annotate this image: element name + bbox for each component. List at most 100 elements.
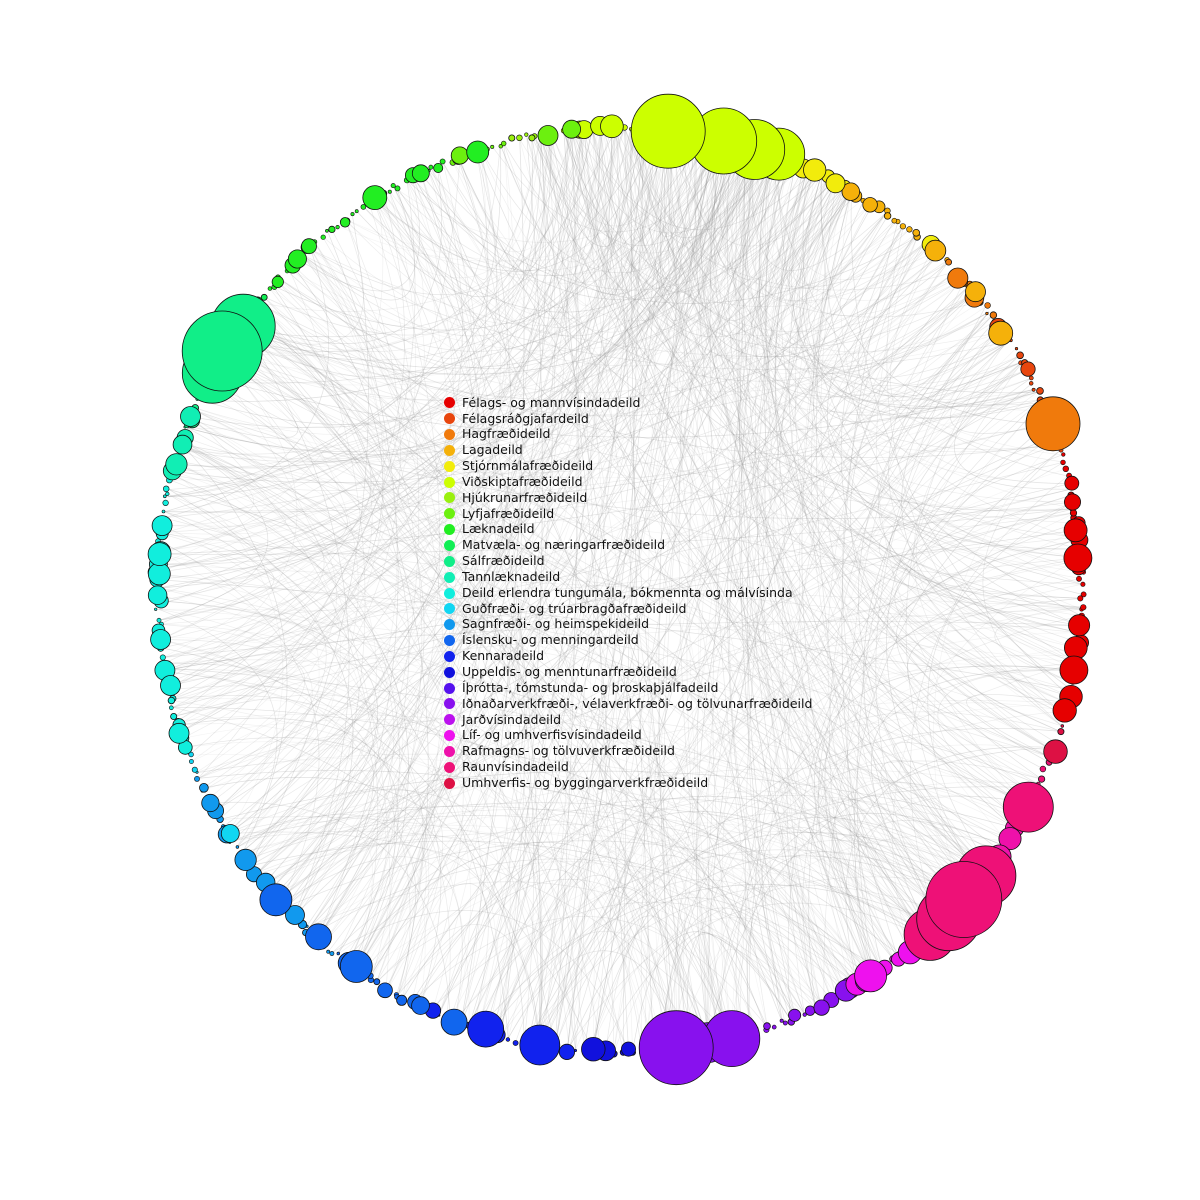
edge	[163, 263, 948, 519]
edge	[163, 180, 834, 664]
edge	[406, 130, 669, 328]
edge	[221, 355, 1029, 808]
edge	[255, 149, 488, 875]
edge	[254, 843, 541, 1046]
legend-item: Rafmagns- og tölvuverkfræðideild	[444, 744, 812, 760]
edge	[615, 127, 981, 318]
node	[156, 617, 162, 623]
edge	[171, 181, 837, 701]
edge	[214, 218, 401, 812]
edge	[221, 159, 790, 401]
edge	[873, 858, 961, 948]
edge	[263, 176, 455, 885]
legend-item: Sagnfræði- og heimspekideild	[444, 617, 812, 633]
edge	[842, 236, 930, 934]
edge	[221, 355, 1083, 585]
node	[329, 951, 335, 956]
edge	[291, 264, 988, 871]
node	[1062, 465, 1070, 472]
legend-label: Sagnfræði- og heimspekideild	[462, 616, 650, 632]
node	[154, 607, 158, 611]
edge	[756, 170, 872, 978]
edge	[776, 155, 935, 281]
edge	[187, 427, 805, 1014]
edge	[810, 242, 975, 404]
edge	[542, 311, 990, 1046]
edge	[393, 186, 767, 1029]
edge	[563, 131, 988, 871]
edge	[280, 247, 398, 904]
node	[1080, 591, 1087, 598]
edge	[675, 835, 1008, 1049]
legend-swatch	[444, 714, 455, 726]
edge	[214, 293, 975, 812]
edge	[309, 247, 423, 964]
edge	[735, 760, 1042, 1037]
edge	[927, 501, 1074, 868]
edge	[615, 127, 676, 242]
edge	[269, 186, 846, 892]
edge	[496, 236, 918, 1036]
node	[339, 950, 373, 983]
edge	[161, 533, 1081, 634]
edge	[159, 129, 585, 555]
edge	[176, 713, 992, 865]
edge	[232, 134, 541, 380]
node	[528, 134, 536, 142]
edge	[566, 832, 872, 1050]
edge	[164, 511, 395, 940]
edge	[724, 141, 822, 1007]
edge	[780, 162, 1054, 752]
node	[147, 542, 172, 566]
node	[305, 923, 332, 951]
edge	[164, 648, 313, 687]
edge	[232, 802, 979, 883]
edge	[158, 608, 1042, 780]
edge	[159, 153, 772, 625]
edge	[240, 808, 955, 910]
edge	[720, 882, 846, 1039]
node	[287, 249, 307, 269]
node	[524, 132, 529, 137]
edge	[674, 887, 796, 1049]
edge	[159, 536, 1079, 625]
edge	[686, 143, 742, 1042]
node	[989, 311, 998, 319]
edge	[758, 153, 1069, 704]
edge	[198, 133, 552, 425]
edge	[175, 167, 808, 470]
edge	[488, 128, 632, 1033]
node	[841, 182, 861, 201]
edge	[160, 639, 411, 998]
edge	[182, 440, 400, 964]
legend-swatch	[444, 730, 455, 742]
edge	[190, 419, 337, 774]
edge	[695, 134, 872, 978]
node	[1028, 381, 1034, 386]
edge	[356, 163, 479, 970]
edge	[164, 529, 1079, 671]
edge	[322, 236, 930, 367]
node	[467, 1010, 505, 1048]
edge	[158, 409, 348, 565]
edge	[243, 165, 442, 344]
edge	[731, 795, 1030, 1039]
edge	[258, 128, 645, 312]
edge	[431, 130, 570, 1013]
edge	[550, 133, 595, 1052]
edge	[158, 162, 796, 606]
edge	[848, 402, 1043, 987]
edge	[245, 816, 427, 996]
edge	[858, 311, 990, 877]
edge	[491, 315, 993, 1035]
edge	[179, 132, 554, 455]
edge	[640, 143, 742, 1052]
edge	[602, 128, 1082, 617]
legend-swatch	[444, 745, 455, 757]
edge	[164, 391, 1038, 513]
legend-label: Félags- og mannvísindadeild	[462, 394, 641, 410]
edge	[630, 128, 1077, 663]
legend-item: Iðnaðarverkfræði-, vélaverkfræði- og töl…	[444, 696, 812, 712]
edge	[175, 127, 625, 717]
edge	[438, 155, 779, 1016]
